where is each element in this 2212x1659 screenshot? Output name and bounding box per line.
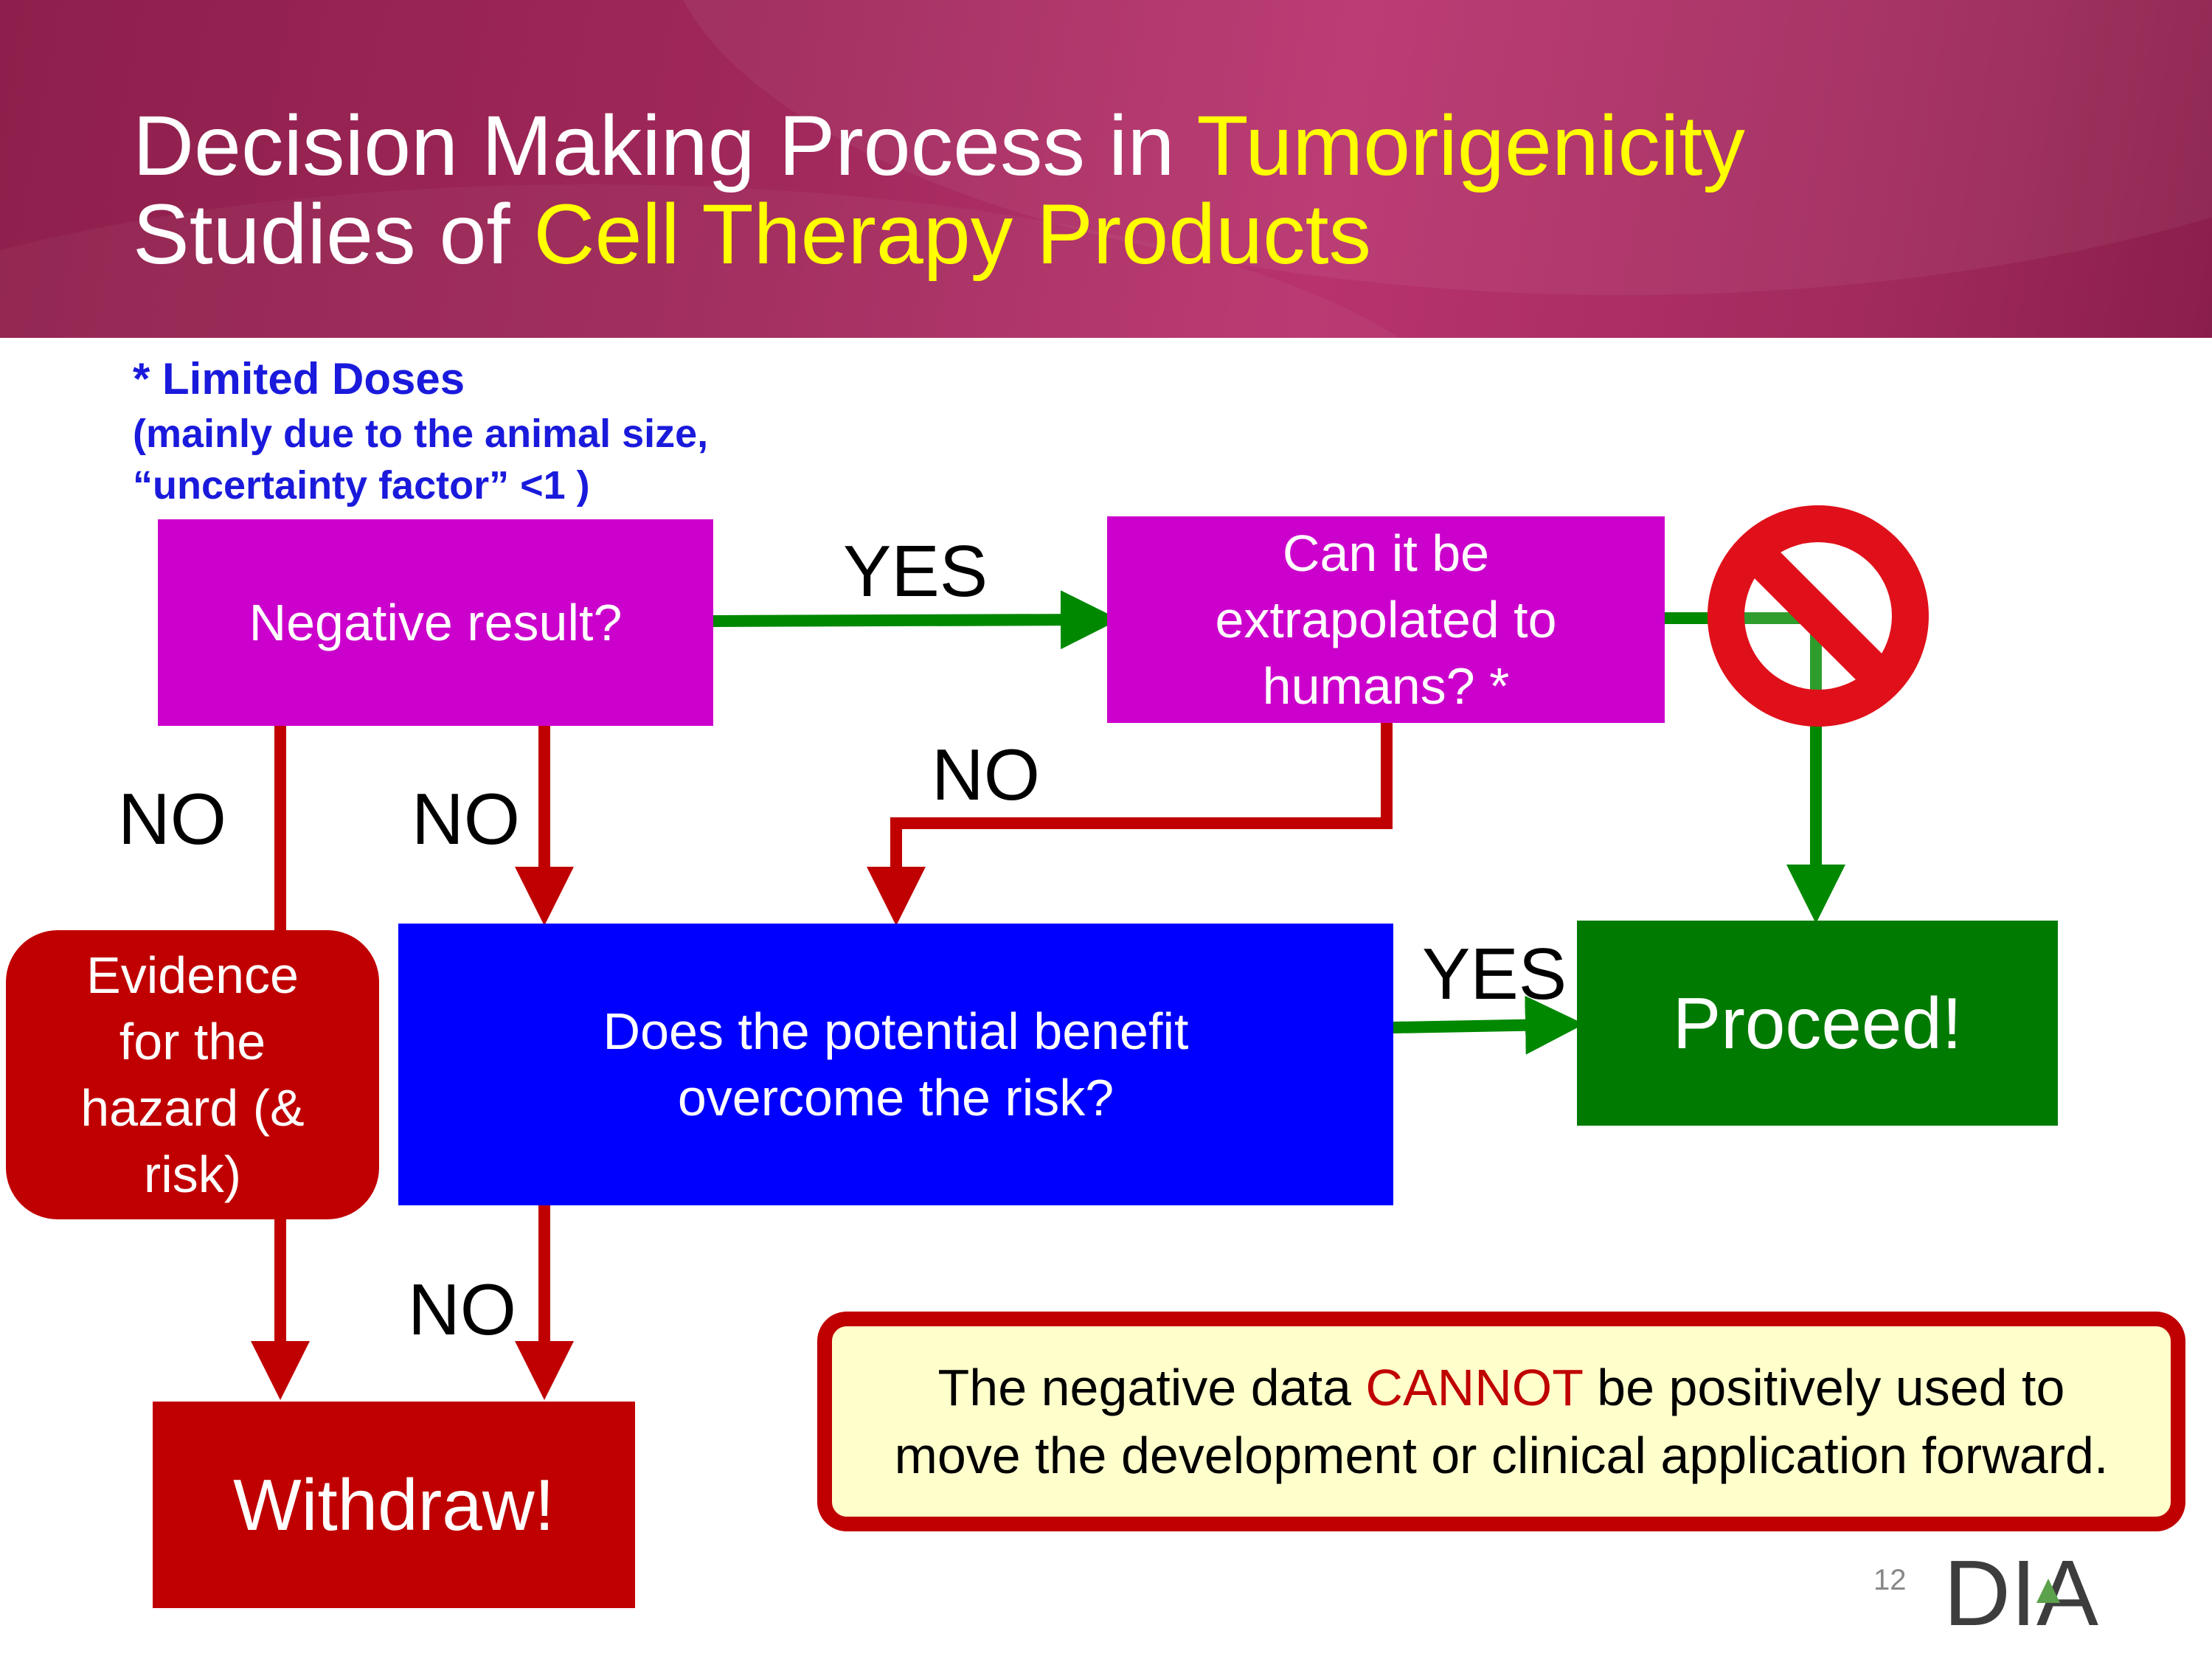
callout-emphasis: CANNOT <box>1365 1359 1583 1416</box>
edge-label-yes-right: YES <box>1422 933 1567 1014</box>
note-line2: (mainly due to the animal size, <box>133 412 709 456</box>
node-extrapolate-label: Can it be extrapolated to humans? * <box>1215 524 1557 715</box>
node-proceed-label: Proceed! <box>1672 982 1963 1064</box>
node-negative-result-label: Negative result? <box>249 594 623 651</box>
prohibition-icon <box>1707 505 1929 727</box>
edge-label-yes-top: YES <box>843 530 988 612</box>
title-line2-highlight: Cell Therapy Products <box>533 187 1372 282</box>
edge-label-no-bottom: NO <box>408 1269 516 1350</box>
node-proceed: Proceed! <box>1577 921 2058 1126</box>
callout-prefix: The negative data <box>937 1359 1366 1416</box>
header-banner <box>0 0 2212 338</box>
node-negative-result: Negative result? <box>158 519 713 726</box>
callout-suffix: be positively used to <box>1582 1359 2065 1416</box>
title-line2-plain: Studies of <box>133 187 534 282</box>
callout-line1: The negative data CANNOT be positively u… <box>938 1354 2065 1421</box>
edge-label-no-extrapolate: NO <box>932 734 1040 815</box>
logo-text: DIA <box>1944 1545 2098 1634</box>
callout-line2: move the development or clinical applica… <box>894 1427 2109 1484</box>
arrow-extrapolate-no-to-benefit <box>867 723 1393 926</box>
title-line1-highlight: Tumorigenicity <box>1196 99 1745 193</box>
dia-logo: DIA <box>1944 1545 2098 1634</box>
title-line1-plain: Decision Making Process in <box>133 99 1197 193</box>
dia-logo-triangle <box>2036 1579 2060 1603</box>
edge-label-no-center: NO <box>412 778 520 859</box>
node-withdraw: Withdraw! <box>153 1402 635 1608</box>
note-line1: * Limited Doses <box>133 354 465 404</box>
warning-callout: The negative data CANNOT be positively u… <box>817 1312 2185 1531</box>
node-evidence: Evidence for the hazard (& risk) <box>6 930 379 1219</box>
note-line3: “uncertainty factor” <1 ) <box>133 463 590 508</box>
node-extrapolate: Can it be extrapolated to humans? * <box>1107 516 1665 723</box>
limited-doses-note: * Limited Doses (mainly due to the anima… <box>133 350 708 511</box>
page-number: 12 <box>1873 1564 1907 1596</box>
edge-label-no-left: NO <box>118 778 226 859</box>
arrow-yes-to-proceed <box>1392 995 1584 1055</box>
arrow-yes-to-extrapolate <box>712 590 1120 650</box>
node-withdraw-label: Withdraw! <box>233 1464 555 1545</box>
node-evidence-label: Evidence for the hazard (& risk) <box>80 946 305 1203</box>
node-benefit-risk-label: Does the potential benefit overcome the … <box>603 1002 1189 1126</box>
node-benefit-risk: Does the potential benefit overcome the … <box>398 924 1393 1205</box>
slide-title: Decision Making Process in Tumorigenicit… <box>133 102 1745 279</box>
